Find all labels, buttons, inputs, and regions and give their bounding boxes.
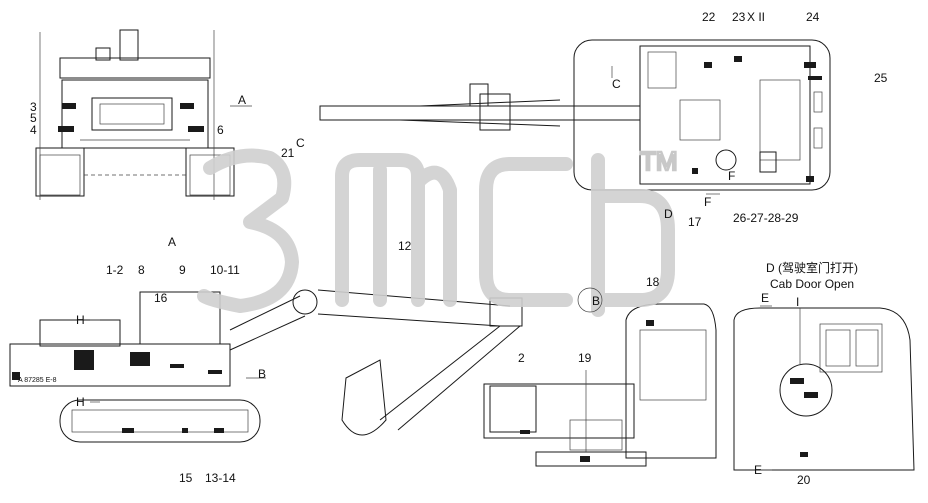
marker-f-1: F bbox=[728, 169, 735, 183]
callout-24: 24 bbox=[806, 10, 820, 24]
callout-1-2: 1-2 bbox=[106, 263, 124, 277]
callout-5: 5 bbox=[30, 111, 37, 125]
rear-view bbox=[483, 370, 647, 467]
cab-side-view bbox=[625, 303, 717, 459]
callout-25: 25 bbox=[874, 71, 888, 85]
marker-h-1: H bbox=[76, 313, 85, 327]
callout-10-11: 10-11 bbox=[210, 263, 240, 277]
callout-18: 18 bbox=[646, 275, 660, 289]
marker-b-circle-ring bbox=[577, 287, 603, 313]
marker-i: I bbox=[796, 295, 799, 309]
view-d-cab bbox=[733, 305, 915, 471]
callout-9: 9 bbox=[179, 263, 186, 277]
callout-4: 4 bbox=[30, 123, 37, 137]
callout-15: 15 bbox=[179, 471, 193, 485]
callout-xii: X II bbox=[747, 10, 765, 24]
callout-2: 2 bbox=[518, 351, 525, 365]
marker-e-1: E bbox=[761, 291, 769, 305]
callouts: 1-2 3 4 5 6 8 9 10-11 12 13-14 15 16 17 … bbox=[30, 10, 888, 487]
marker-a-side: A bbox=[168, 235, 176, 249]
marker-b-circle: B bbox=[592, 294, 600, 308]
side-view bbox=[9, 289, 523, 443]
marker-c-mid: C bbox=[296, 136, 305, 150]
marker-h-2: H bbox=[76, 395, 85, 409]
callout-16: 16 bbox=[154, 291, 168, 305]
view-markers: A A B B C C D F F H H E E I bbox=[76, 77, 799, 477]
marker-a-top: A bbox=[238, 93, 246, 107]
model-plate: A 87285 E-8 bbox=[18, 377, 57, 384]
marker-e-2: E bbox=[754, 463, 762, 477]
watermark-tm: TM bbox=[640, 146, 678, 176]
front-view bbox=[35, 29, 252, 200]
marker-c-top: C bbox=[612, 77, 621, 91]
callout-6: 6 bbox=[217, 123, 224, 137]
callout-20: 20 bbox=[797, 473, 811, 487]
marker-b-side: B bbox=[258, 367, 266, 381]
marker-d: D bbox=[664, 207, 673, 221]
watermark-logo: TM bbox=[197, 145, 679, 317]
callout-3: 3 bbox=[30, 100, 37, 114]
callout-26-29: 26-27-28-29 bbox=[733, 211, 799, 225]
marker-f-2: F bbox=[704, 195, 711, 209]
view-d-title: D (驾驶室门打开) bbox=[766, 260, 858, 275]
callout-21: 21 bbox=[281, 146, 295, 160]
callout-13-14: 13-14 bbox=[205, 471, 236, 485]
callout-19: 19 bbox=[578, 351, 592, 365]
callout-12: 12 bbox=[398, 239, 412, 253]
callout-8: 8 bbox=[138, 263, 145, 277]
top-view bbox=[319, 39, 831, 195]
callout-23: 23 bbox=[732, 10, 746, 24]
view-d-subtitle: Cab Door Open bbox=[770, 277, 854, 291]
callout-17: 17 bbox=[688, 215, 702, 229]
callout-22: 22 bbox=[702, 10, 716, 24]
